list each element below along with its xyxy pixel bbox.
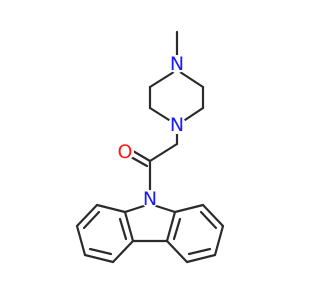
atom-n-carbazole: N (141, 188, 159, 210)
bond-c8a-c4b (123, 210, 135, 243)
bond-right-4 (185, 253, 217, 264)
bond-carbonyl-b (129, 155, 149, 168)
bond-left-d1 (82, 210, 101, 230)
atom-n-methyl-label: N (170, 53, 184, 75)
bond-right-3 (213, 224, 225, 257)
bond-right-2 (201, 203, 225, 228)
bond-ring-4 (183, 106, 205, 122)
bond-c9a-c4a (165, 210, 177, 243)
bond-ring-3 (148, 106, 171, 122)
bond-right-5 (165, 239, 189, 264)
bond-right-d3 (172, 217, 182, 241)
bond-left-2 (75, 203, 99, 228)
bond-ring-1 (148, 68, 179, 89)
atoms-layer: N N O N (116, 53, 186, 210)
atom-n-methyl: N (168, 53, 186, 75)
bond-left-d3 (118, 217, 128, 241)
bond-left-5 (111, 239, 135, 264)
atom-n-carbazole-label: N (143, 188, 157, 210)
molecule-structure: N N O N (75, 30, 225, 264)
bond-left-3 (75, 224, 87, 257)
bond-ring-6 (175, 68, 205, 89)
atom-n-piperazine-label: N (170, 114, 184, 136)
bond-left-4 (83, 253, 115, 264)
bond-right-1 (173, 203, 205, 214)
atom-o-carbonyl: O (116, 141, 134, 163)
bond-left-d2 (88, 247, 113, 256)
atom-n-piperazine: N (168, 114, 186, 136)
atom-o-carbonyl-label: O (118, 141, 133, 163)
bond-left-1 (95, 203, 127, 214)
bond-right-d1 (199, 210, 218, 230)
bond-carbonyl-a (131, 149, 152, 163)
bond-right-d2 (187, 247, 212, 256)
bond-ch2-co (148, 142, 179, 163)
bonds-layer (75, 30, 225, 264)
